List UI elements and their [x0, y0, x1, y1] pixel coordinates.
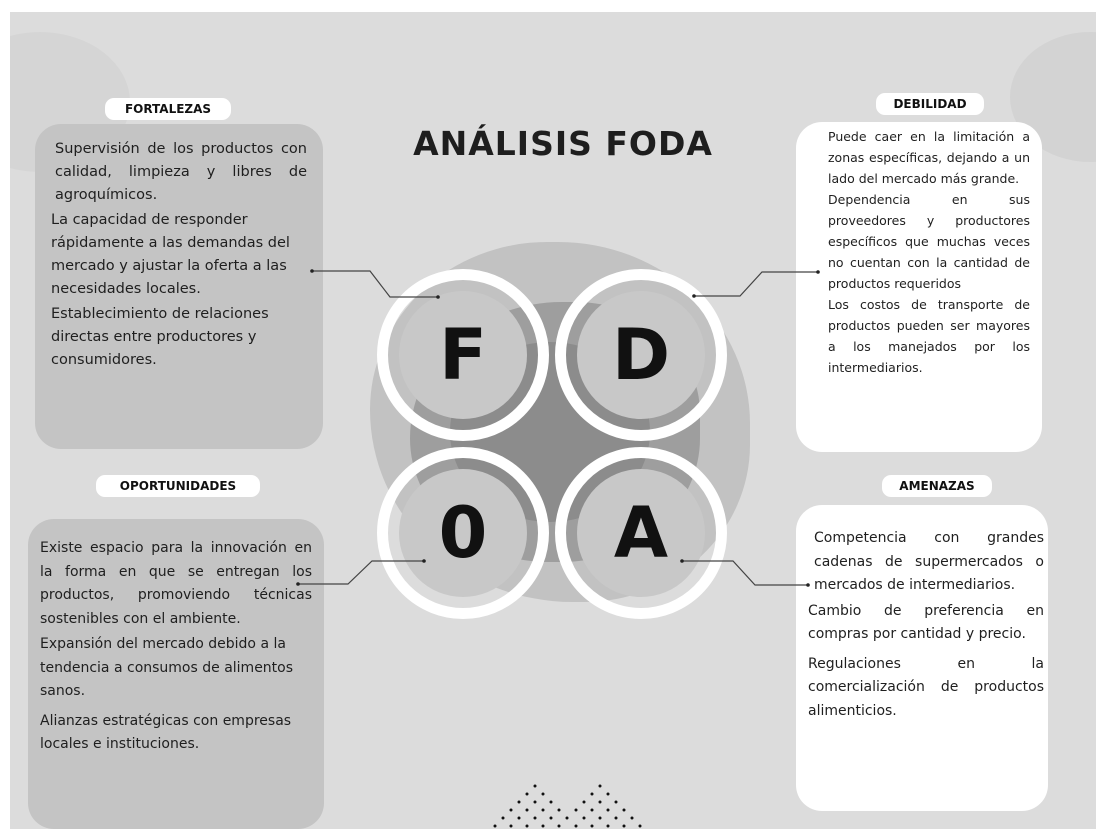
- swot-slide: ANÁLISIS FODA FORTALEZAS Supervisión de …: [10, 12, 1096, 829]
- f-ring: [377, 269, 549, 441]
- fortalezas-item-3: Establecimiento de relaciones directas e…: [51, 306, 269, 368]
- amenazas-item-2: Cambio de preferencia en compras por can…: [808, 602, 1044, 643]
- amenazas-card: Competencia con grandes cadenas de super…: [796, 505, 1048, 811]
- a-ring: [555, 447, 727, 619]
- debilidad-card: Puede caer en la limitación a zonas espe…: [796, 122, 1042, 452]
- oportunidades-heading: OPORTUNIDADES: [96, 475, 260, 497]
- connector-o: [298, 560, 424, 585]
- fortalezas-item-1: Supervisión de los productos con calidad…: [55, 141, 307, 203]
- amenazas-heading: AMENAZAS: [882, 475, 992, 497]
- oportunidades-item-2: Expansión del mercado debido a la tenden…: [40, 636, 294, 699]
- dot-pattern-decoration: [493, 784, 642, 828]
- d-ring: [555, 269, 727, 441]
- connector-d: [694, 271, 818, 297]
- debilidad-item-1: Puede caer en la limitación a zonas espe…: [828, 129, 1030, 186]
- connector-lines: [296, 269, 820, 587]
- o-circle: 0: [399, 469, 527, 597]
- fortalezas-card: Supervisión de los productos con calidad…: [35, 124, 323, 449]
- page-title: ANÁLISIS FODA: [413, 124, 713, 163]
- f-circle: F: [399, 291, 527, 419]
- oportunidades-item-1: Existe espacio para la innovación en la …: [40, 540, 312, 627]
- debilidad-heading: DEBILIDAD: [876, 93, 984, 115]
- connector-a: [682, 560, 808, 586]
- debilidad-item-3: Los costos de transporte de productos pu…: [828, 297, 1030, 375]
- connector-f: [312, 270, 438, 298]
- amenazas-item-3: Regulaciones en la comercialización de p…: [808, 655, 1044, 719]
- oportunidades-card: Existe espacio para la innovación en la …: [28, 519, 324, 829]
- fortalezas-heading: FORTALEZAS: [105, 98, 231, 120]
- debilidad-item-2: Dependencia en sus proveedores y product…: [828, 192, 1030, 291]
- o-ring: [377, 447, 549, 619]
- amenazas-item-1: Competencia con grandes cadenas de super…: [814, 530, 1044, 593]
- d-circle: D: [577, 291, 705, 419]
- oportunidades-item-3: Alianzas estratégicas con empresas local…: [40, 712, 292, 753]
- a-circle: A: [577, 469, 705, 597]
- fortalezas-item-2: La capacidad de responder rápidamente a …: [51, 212, 290, 297]
